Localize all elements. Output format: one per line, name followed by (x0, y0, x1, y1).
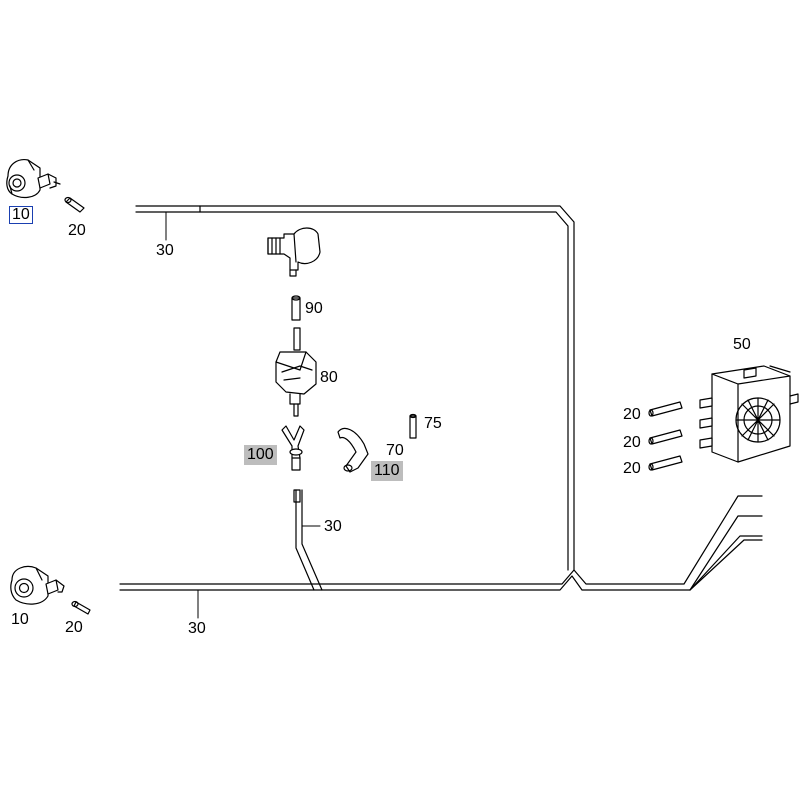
nozzle-part-10-bottom[interactable] (10, 565, 65, 605)
callout-30-bottom[interactable]: 30 (188, 620, 206, 637)
callout-90[interactable]: 90 (305, 300, 323, 317)
callout-50[interactable]: 50 (733, 336, 751, 353)
callout-70[interactable]: 70 (386, 442, 404, 459)
pin-part-75[interactable] (409, 413, 417, 439)
y-connector-part-100[interactable] (281, 425, 305, 471)
callout-80[interactable]: 80 (320, 369, 338, 386)
sleeve-part-20-bottom[interactable] (71, 600, 91, 615)
callout-30-mid[interactable]: 30 (324, 518, 342, 535)
nozzle-part-10-top[interactable] (6, 159, 61, 199)
pipe-part-30-bottom[interactable] (119, 495, 763, 619)
sleeve-part-90[interactable] (291, 295, 301, 321)
callout-100[interactable]: 100 (244, 445, 277, 465)
callout-20-right-1[interactable]: 20 (623, 406, 641, 423)
callout-20-bottom[interactable]: 20 (65, 619, 83, 636)
callout-75[interactable]: 75 (424, 415, 442, 432)
hose-part-110[interactable] (337, 427, 369, 473)
callout-20-right-2[interactable]: 20 (623, 434, 641, 451)
callout-10-bottom[interactable]: 10 (11, 611, 29, 628)
pipe-stub[interactable] (293, 489, 301, 503)
sleeve-part-20-top[interactable] (64, 196, 85, 213)
t-connector[interactable] (267, 227, 321, 277)
callout-30-top[interactable]: 30 (156, 242, 174, 259)
callout-110[interactable]: 110 (371, 461, 403, 481)
pipe-part-30-top[interactable] (135, 205, 575, 571)
pump-motor-part-50[interactable] (699, 365, 799, 463)
callout-20-right-3[interactable]: 20 (623, 460, 641, 477)
pipe-part-30-mid[interactable] (295, 489, 323, 591)
callout-20-top[interactable]: 20 (68, 222, 86, 239)
sleeve-part-20-right[interactable] (648, 401, 683, 471)
callout-10-top[interactable]: 10 (9, 206, 33, 224)
check-valve-part-80[interactable] (275, 327, 317, 417)
